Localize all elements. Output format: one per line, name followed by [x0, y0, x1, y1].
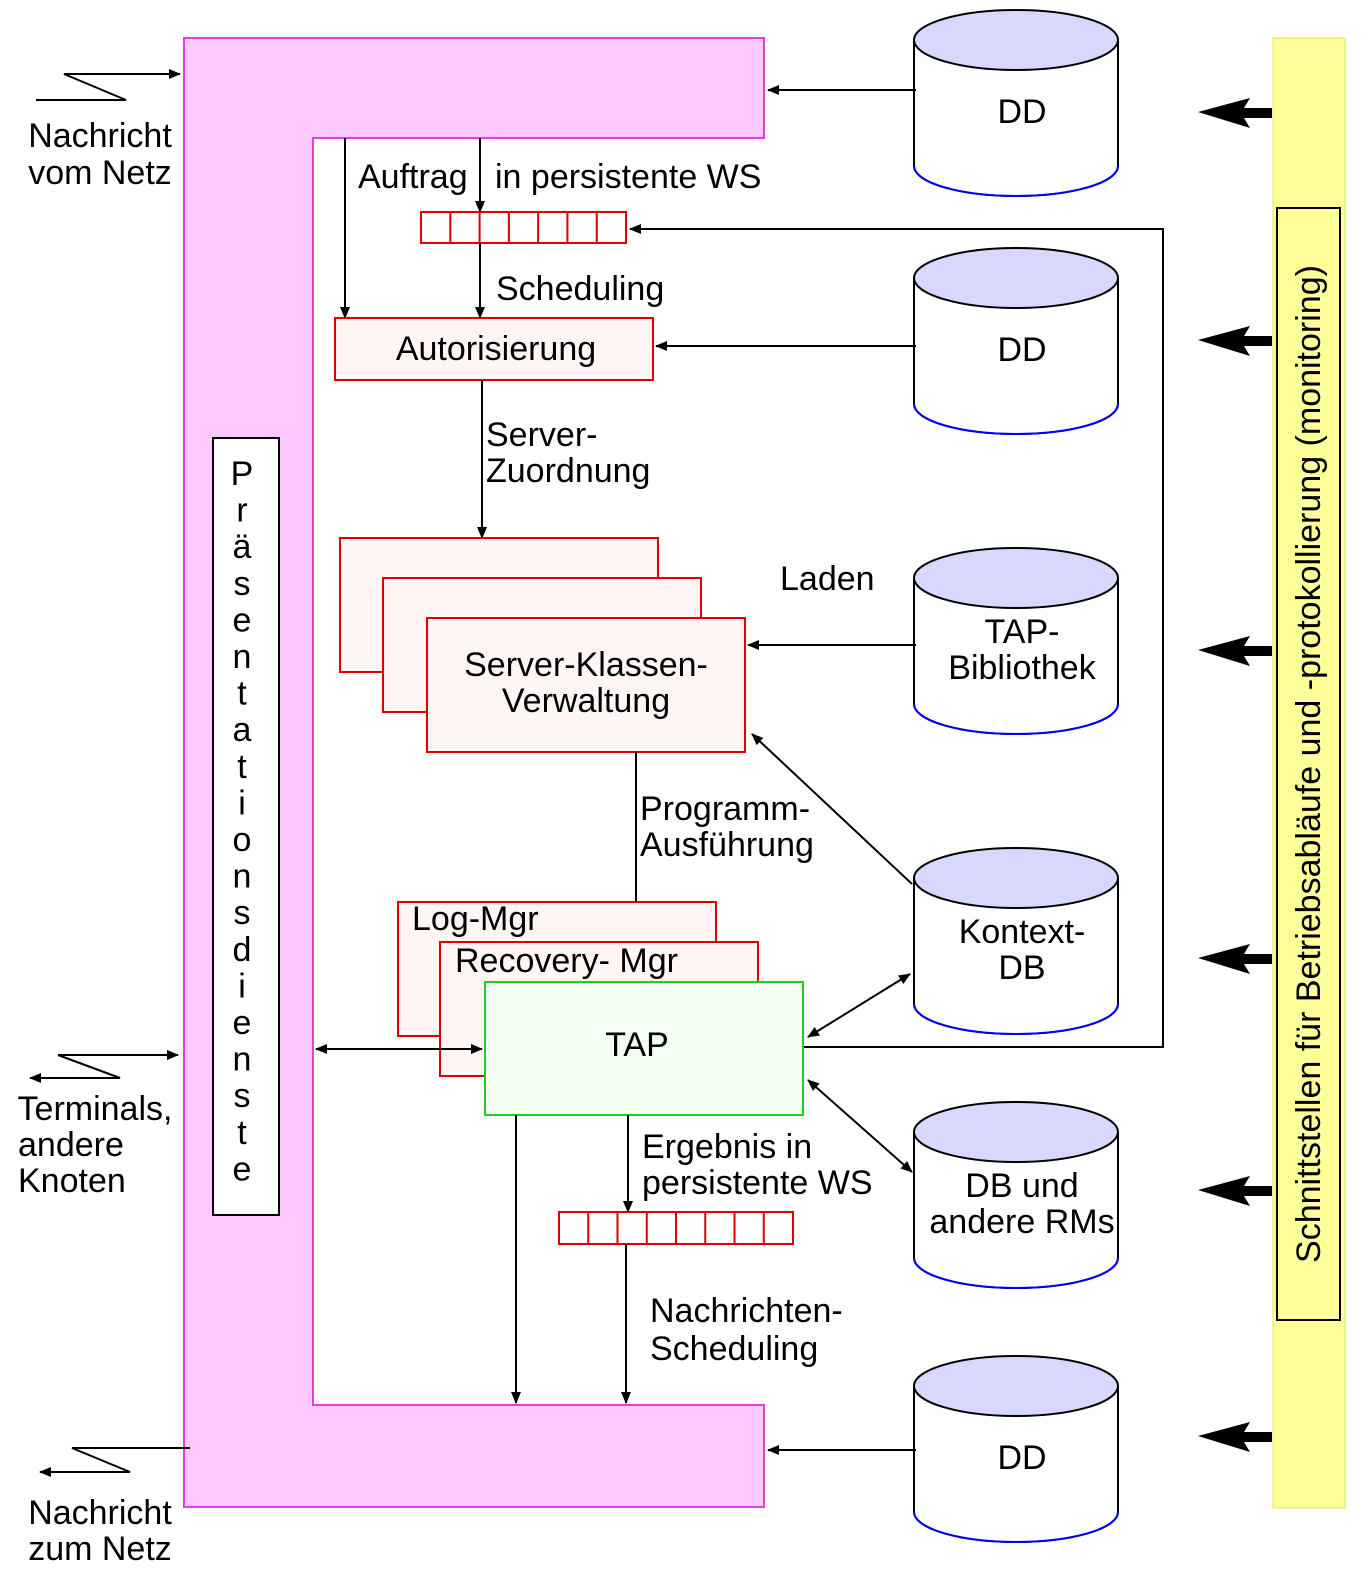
presentation-letter: s	[234, 1077, 251, 1115]
arrow-tap-db	[807, 1079, 913, 1173]
autorisierung-label: Autorisierung	[396, 330, 596, 368]
monitoring-arrow	[1198, 944, 1272, 974]
presentation-letter: t	[237, 748, 247, 786]
server-class-label-2: Verwaltung	[502, 682, 670, 720]
server-class-box	[426, 617, 746, 753]
cylinder-bottom	[913, 1511, 1119, 1543]
db-dd-bottom: DD	[913, 1355, 1119, 1543]
tap-box	[484, 981, 804, 1116]
cylinder-bottom	[913, 1257, 1119, 1289]
svg-text:Terminals,: Terminals,	[18, 1090, 173, 1128]
svg-text:vom Netz: vom Netz	[28, 154, 172, 192]
queue-bottom	[558, 1211, 794, 1245]
monitoring-arrow	[1198, 326, 1272, 356]
svg-text:andere: andere	[18, 1126, 124, 1164]
tap-label: TAP	[605, 1026, 669, 1064]
cylinder-bottom	[913, 1003, 1119, 1035]
monitoring-label: Schnittstellen für Betriebsabläufe und -…	[1290, 265, 1328, 1263]
db-label: DD	[997, 1439, 1046, 1477]
monitoring-arrow	[1198, 636, 1272, 666]
presentation-letter: d	[233, 931, 252, 969]
presentation-letter: t	[237, 675, 247, 713]
terminals-link: Terminals, andere Knoten	[18, 1050, 179, 1200]
svg-text:Nachricht: Nachricht	[28, 1494, 172, 1532]
autorisierung-box	[334, 317, 654, 381]
monitoring-label-box	[1276, 207, 1341, 1321]
presentation-frame	[183, 37, 765, 1508]
label-nachrichten-1: Nachrichten-	[650, 1292, 843, 1330]
label-programm-2: Ausführung	[640, 826, 814, 864]
label-ergebnis-2: persistente WS	[642, 1164, 873, 1202]
db-label: andere RMs	[929, 1203, 1114, 1241]
label-scheduling: Scheduling	[496, 270, 664, 308]
cylinder-top	[913, 247, 1119, 309]
queue-frame	[420, 211, 627, 244]
presentation-letter: n	[233, 638, 252, 676]
monitoring-arrow	[1198, 98, 1272, 128]
presentation-letter: n	[233, 1041, 252, 1079]
cylinder-top	[913, 547, 1119, 609]
presentation-letter: a	[233, 711, 252, 749]
db-label: DB	[998, 949, 1045, 987]
presentation-services-box	[212, 437, 280, 1216]
presentation-letter: e	[233, 1004, 252, 1042]
svg-text:Nachricht: Nachricht	[28, 117, 172, 155]
db-label: TAP-	[985, 613, 1060, 651]
presentation-letter: e	[233, 1150, 252, 1188]
cylinder-top	[913, 1355, 1119, 1417]
presentation-letter: i	[238, 967, 246, 1005]
label-programm-1: Programm-	[640, 790, 810, 828]
log-mgr-label: Log-Mgr	[412, 900, 539, 938]
db-label: DD	[997, 331, 1046, 369]
presentation-letter: o	[233, 821, 252, 859]
presentation-letter: P	[231, 455, 254, 493]
label-nachrichten-2: Scheduling	[650, 1330, 818, 1368]
arrow-tap-feedback	[629, 224, 1164, 1048]
db-label: DD	[997, 93, 1046, 131]
cylinder-bottom	[913, 703, 1119, 735]
monitoring-arrow	[1198, 1176, 1272, 1206]
presentation-letter: t	[237, 1114, 247, 1152]
cylinder-top	[913, 1101, 1119, 1163]
recovery-mgr-label: Recovery- Mgr	[455, 942, 678, 980]
presentation-letter: ä	[233, 528, 252, 566]
db-kontext: Kontext-DB	[913, 847, 1119, 1035]
label-server-zuordnung-2: Zuordnung	[486, 452, 650, 490]
label-laden: Laden	[780, 560, 875, 598]
label-auftrag: Auftrag	[358, 158, 468, 196]
presentation-letter: s	[234, 894, 251, 932]
presentation-letter: e	[233, 601, 252, 639]
presentation-letter: s	[234, 565, 251, 603]
message-to-net: Nachricht zum Netz	[28, 1447, 190, 1568]
db-label: DB und	[965, 1167, 1078, 1205]
db-dd-mid: DD	[913, 247, 1119, 435]
message-from-net: Nachricht vom Netz	[28, 69, 181, 192]
label-server-zuordnung-1: Server-	[486, 416, 597, 454]
server-class-label-1: Server-Klassen-	[464, 646, 708, 684]
cylinder-bottom	[913, 403, 1119, 435]
monitoring-arrow	[1198, 1422, 1272, 1452]
db-dd-top: DD	[913, 9, 1119, 197]
svg-text:zum Netz: zum Netz	[28, 1530, 172, 1568]
presentation-letter: n	[233, 858, 252, 896]
presentation-letter: r	[236, 492, 247, 530]
db-tap-bibliothek: TAP-Bibliothek	[913, 547, 1119, 735]
label-ergebnis-1: Ergebnis in	[642, 1128, 812, 1166]
arrow-tap-kontext	[807, 973, 911, 1038]
cylinder-top	[913, 847, 1119, 909]
queue-top	[420, 211, 627, 244]
arrow-kontext-server	[751, 733, 913, 885]
label-in-persistente-ws: in persistente WS	[495, 158, 761, 196]
db-label: Bibliothek	[948, 649, 1096, 687]
svg-text:Knoten: Knoten	[18, 1162, 126, 1200]
presentation-letter: i	[238, 784, 246, 822]
db-label: Kontext-	[959, 913, 1086, 951]
cylinder-top	[913, 9, 1119, 71]
cylinder-bottom	[913, 165, 1119, 197]
